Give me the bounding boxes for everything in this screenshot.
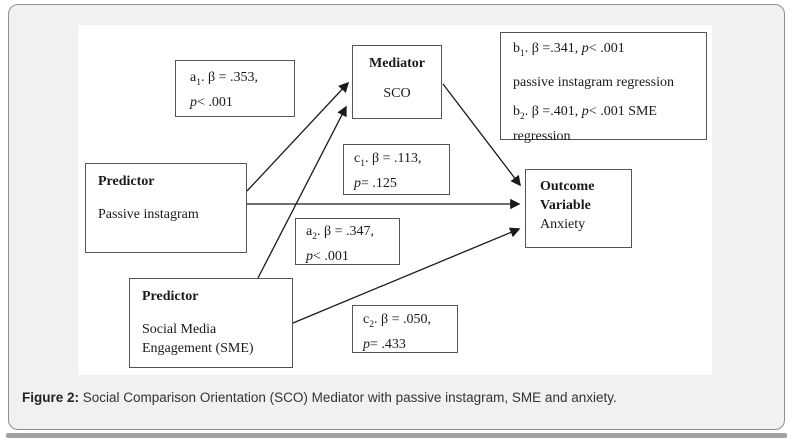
- node-title-line1: Outcome: [540, 179, 595, 194]
- stat-b1-line: b1. β =.341, p< .001: [513, 41, 625, 59]
- card-bottom-shadow: [6, 433, 787, 438]
- path-label-a2: a2. β = .347, p< .001: [295, 218, 400, 265]
- stat-line1: c1. β = .113,: [354, 151, 422, 169]
- path-label-c2: c2. β = .050, p= .433: [352, 305, 458, 353]
- node-subtitle: SCO: [383, 86, 411, 101]
- stat-b2-line: b2. β =.401, p< .001 SME regression: [513, 103, 657, 144]
- path-label-b: b1. β =.341, p< .001 passive instagram r…: [500, 32, 707, 144]
- stat-b-regression-line: passive instagram regression: [513, 74, 674, 90]
- stat-line1: c2. β = .050,: [363, 312, 432, 330]
- node-outcome-anxiety: Outcome Variable Anxiety: [525, 169, 632, 248]
- figure-caption: Figure 2: Social Comparison Orientation …: [22, 390, 772, 405]
- stat-line2: p< .001: [306, 248, 349, 264]
- stat-line2: p= .125: [354, 175, 397, 191]
- figure-caption-label: Figure 2:: [22, 390, 80, 405]
- stat-line2: p= .433: [363, 336, 406, 352]
- node-mediator-sco: Mediator SCO: [352, 45, 442, 119]
- path-label-a1: a1. β = .353, p< .001: [175, 60, 295, 117]
- node-title: Predictor: [142, 289, 199, 304]
- node-subtitle-line1: Social Media: [142, 322, 217, 337]
- node-subtitle-line2: Engagement (SME): [142, 341, 254, 356]
- path-label-c1: c1. β = .113, p= .125: [343, 144, 450, 195]
- node-subtitle: Anxiety: [540, 217, 586, 232]
- figure-caption-text: Social Comparison Orientation (SCO) Medi…: [79, 390, 617, 405]
- node-title: Mediator: [369, 56, 425, 71]
- node-title-line2: Variable: [540, 198, 591, 213]
- stat-line2: p< .001: [190, 94, 233, 110]
- stat-line1: a2. β = .347,: [306, 224, 375, 242]
- stat-line1: a1. β = .353,: [190, 70, 259, 88]
- node-title: Predictor: [98, 174, 155, 189]
- node-subtitle: Social Media Engagement (SME): [142, 320, 280, 358]
- node-subtitle: Passive instagram: [98, 207, 199, 222]
- node-predictor-sme: Predictor Social Media Engagement (SME): [129, 278, 293, 368]
- node-predictor-passive-instagram: Predictor Passive instagram: [85, 163, 247, 253]
